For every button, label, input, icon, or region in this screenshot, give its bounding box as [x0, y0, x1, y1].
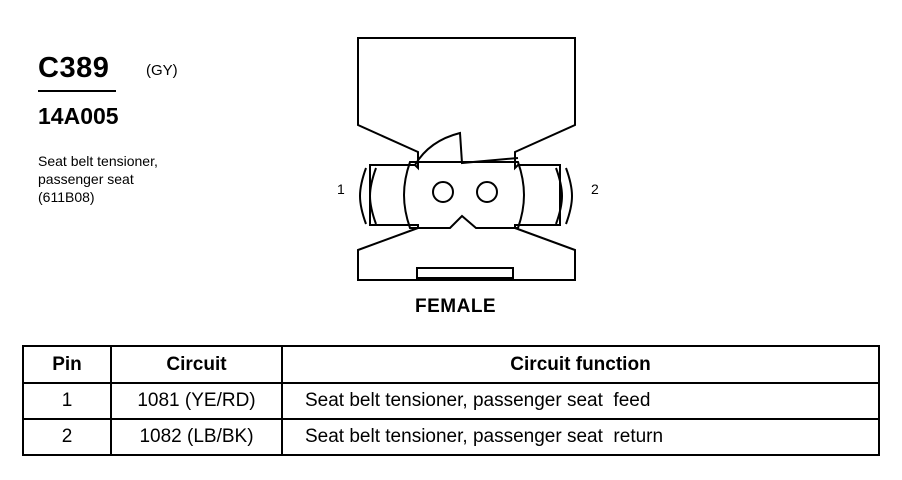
left-band	[369, 167, 377, 225]
part-number: 14A005	[38, 103, 119, 129]
left-band	[359, 167, 367, 225]
title-underline	[38, 90, 116, 92]
cell-circuit: 1082 (LB/BK)	[110, 418, 283, 456]
column-header-function: Circuit function	[281, 345, 880, 384]
table-row: 2 1082 (LB/BK) Seat belt tensioner, pass…	[22, 418, 880, 456]
pin-label-2: 2	[591, 181, 599, 197]
connector-housing	[357, 37, 576, 281]
pin-cavity-2	[476, 181, 498, 203]
connector-face-diagram	[357, 37, 576, 281]
key-slot	[416, 267, 514, 279]
description-line: passenger seat	[38, 171, 134, 187]
cell-function: Seat belt tensioner, passenger seat retu…	[281, 418, 880, 456]
pin-cavity-1	[432, 181, 454, 203]
cell-pin: 1	[22, 382, 112, 420]
connector-latch	[414, 131, 519, 166]
cell-circuit: 1081 (YE/RD)	[110, 382, 283, 420]
connector-gender-label: FEMALE	[415, 296, 497, 317]
description-line: (611B08)	[38, 189, 95, 205]
table-header-row: Pin Circuit Circuit function	[22, 345, 880, 384]
right-band	[555, 167, 563, 225]
connector-id: C389	[38, 52, 110, 84]
pinout-table: Pin Circuit Circuit function 1 1081 (YE/…	[22, 345, 880, 456]
cell-pin: 2	[22, 418, 112, 456]
description-line: Seat belt tensioner,	[38, 153, 158, 169]
column-header-pin: Pin	[22, 345, 112, 384]
table-row: 1 1081 (YE/RD) Seat belt tensioner, pass…	[22, 382, 880, 420]
column-header-circuit: Circuit	[110, 345, 283, 384]
connector-color-code: (GY)	[146, 62, 178, 79]
right-band	[565, 167, 573, 225]
connector-insert	[403, 161, 525, 229]
pin-label-1: 1	[337, 181, 345, 197]
cell-function: Seat belt tensioner, passenger seat feed	[281, 382, 880, 420]
